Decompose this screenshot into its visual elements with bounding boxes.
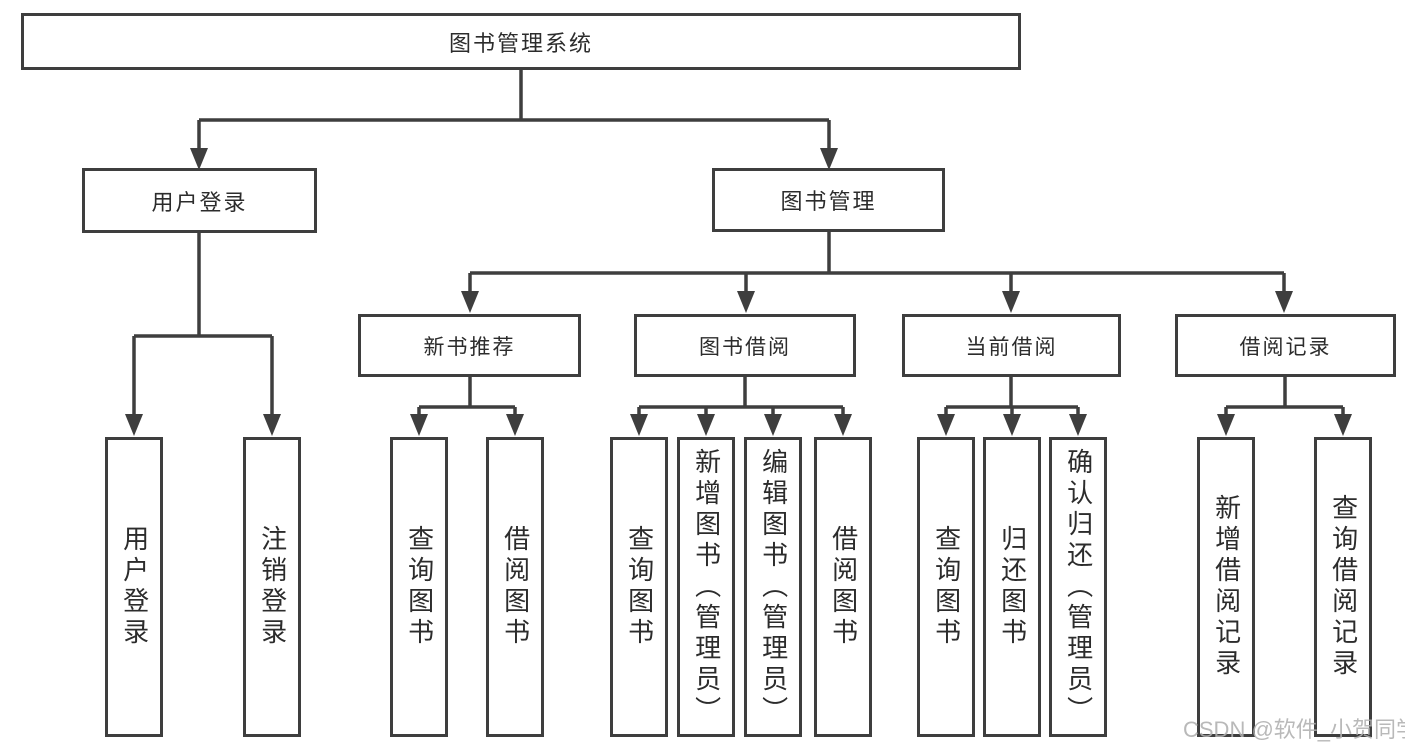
- connector-root-branch: [197, 70, 831, 151]
- arrowhead-icon: [834, 414, 852, 436]
- arrowhead-icon: [461, 291, 479, 313]
- tree-leaf: 借阅图书: [486, 437, 544, 737]
- tree-leaf: 注销登录: [243, 437, 301, 737]
- tree-leaf: 归还图书: [983, 437, 1041, 737]
- tree-leaf: 新增借阅记录: [1197, 437, 1255, 737]
- node-user-login: 用户登录: [82, 168, 317, 233]
- node-current-borrow: 当前借阅: [902, 314, 1121, 377]
- arrowhead-icon: [263, 414, 281, 436]
- connector-book-borrow-branch: [637, 377, 845, 419]
- node-label: 借阅图书: [500, 525, 531, 649]
- node-label: 查询图书: [624, 525, 655, 649]
- node-label: 确认归还（管理员）: [1063, 447, 1094, 727]
- arrowhead-icon: [1275, 291, 1293, 313]
- arrowhead-icon: [820, 148, 838, 170]
- tree-leaf: 新增图书（管理员）: [677, 437, 735, 737]
- node-label: 图书管理系统: [448, 30, 593, 56]
- tree-leaf: 查询借阅记录: [1314, 437, 1372, 737]
- arrowhead-icon: [937, 414, 955, 436]
- node-label: 编辑图书（管理员）: [758, 447, 789, 727]
- arrowhead-icon: [506, 414, 524, 436]
- node-book-management: 图书管理: [712, 168, 945, 232]
- arrowhead-icon: [1069, 414, 1087, 436]
- arrowhead-icon: [1217, 414, 1235, 436]
- node-label: 借阅图书: [828, 525, 859, 649]
- watermark: CSDN @软件_小贺同学: [1183, 717, 1405, 742]
- node-label: 用户登录: [151, 189, 248, 215]
- node-borrow-records: 借阅记录: [1175, 314, 1396, 377]
- connector-user-login-branch: [132, 233, 274, 419]
- arrowhead-icon: [1003, 414, 1021, 436]
- arrowhead-icon: [1334, 414, 1352, 436]
- node-label: 借阅记录: [1239, 335, 1332, 359]
- node-label: 新增图书（管理员）: [691, 447, 722, 727]
- tree-leaf: 借阅图书: [814, 437, 872, 737]
- arrowhead-icon: [410, 414, 428, 436]
- arrowhead-icon: [125, 414, 143, 436]
- tree-leaf: 确认归还（管理员）: [1049, 437, 1107, 737]
- connector-current-borrow-branch: [944, 377, 1080, 419]
- connector-new-book-branch: [417, 377, 517, 419]
- node-label: 图书管理: [780, 189, 877, 214]
- node-label: 用户登录: [119, 525, 150, 649]
- node-label: 当前借阅: [965, 335, 1058, 359]
- arrowhead-icon: [190, 148, 208, 170]
- arrowhead-icon: [697, 414, 715, 436]
- node-book-borrow: 图书借阅: [634, 314, 856, 377]
- arrowhead-icon: [737, 291, 755, 313]
- connector-borrow-records-branch: [1224, 377, 1345, 419]
- node-label: 查询借阅记录: [1328, 494, 1359, 680]
- node-label: 查询图书: [404, 525, 435, 649]
- node-label: 图书借阅: [699, 335, 791, 359]
- node-root: 图书管理系统: [21, 13, 1021, 70]
- tree-leaf: 编辑图书（管理员）: [744, 437, 802, 737]
- tree-leaf: 用户登录: [105, 437, 163, 737]
- arrowhead-icon: [630, 414, 648, 436]
- connector-book-management-branch: [468, 232, 1286, 295]
- node-label: 归还图书: [997, 525, 1028, 649]
- tree-leaf: 查询图书: [390, 437, 448, 737]
- node-label: 新增借阅记录: [1211, 494, 1242, 680]
- node-label: 新书推荐: [423, 335, 516, 359]
- node-new-book-recommend: 新书推荐: [358, 314, 581, 377]
- node-label: 查询图书: [931, 525, 962, 649]
- tree-leaf: 查询图书: [610, 437, 668, 737]
- tree-leaf: 查询图书: [917, 437, 975, 737]
- arrowhead-icon: [764, 414, 782, 436]
- node-label: 注销登录: [257, 525, 288, 649]
- arrowhead-icon: [1002, 291, 1020, 313]
